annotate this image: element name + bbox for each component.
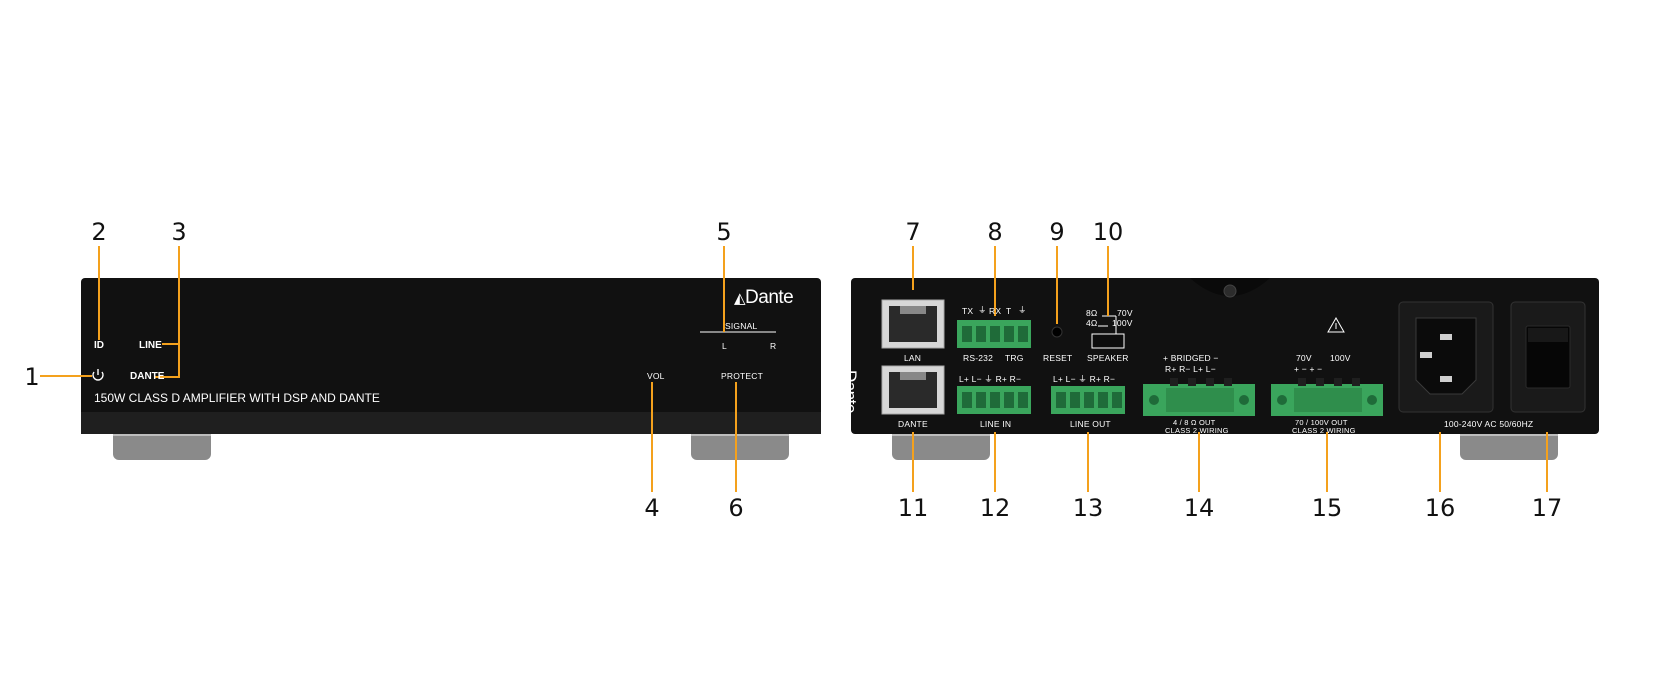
ohm-out-terminal	[1143, 378, 1255, 416]
callout-12: 12	[979, 494, 1011, 522]
led-line-label: LINE	[139, 340, 162, 351]
line-out-pins-label: L+ L− ⏚ R+ R−	[1053, 374, 1116, 384]
lan-label: LAN	[904, 353, 922, 363]
rs232-label: RS-232	[963, 353, 994, 363]
callout-17: 17	[1531, 494, 1563, 522]
signal-l-label: L	[722, 341, 727, 351]
rs232-terminal	[957, 320, 1031, 348]
rear-dante-logo: Dante	[841, 370, 860, 413]
front-foot-right	[691, 430, 789, 460]
callout-6: 6	[728, 494, 744, 522]
signal-label: SIGNAL	[725, 321, 758, 331]
hv-out-label: 70 / 100V OUT	[1295, 418, 1348, 427]
front-foot-left	[113, 430, 211, 460]
power-inlet	[1398, 301, 1494, 413]
callout-8: 8	[987, 218, 1003, 246]
ground-icon: ⏚	[1018, 305, 1027, 315]
callout-11: 11	[897, 494, 929, 522]
switch-4-label: 4Ω	[1086, 318, 1098, 328]
v70-label: 70V	[1296, 353, 1312, 363]
speaker-label: SPEAKER	[1087, 353, 1129, 363]
signal-r-label: R	[770, 341, 777, 351]
line-out-label: LINE OUT	[1070, 419, 1111, 429]
front-chassis	[81, 278, 821, 434]
power-switch	[1510, 301, 1586, 413]
reset-button	[1051, 326, 1063, 338]
callout-9: 9	[1049, 218, 1065, 246]
ohm-out-label: 4 / 8 Ω OUT	[1173, 418, 1216, 427]
warning-icon	[1327, 316, 1345, 333]
rear-foot-left	[892, 430, 990, 460]
front-unit	[81, 278, 821, 460]
callout-15: 15	[1311, 494, 1343, 522]
rear-foot-right	[1460, 430, 1558, 460]
led-dante-label: DANTE	[130, 371, 165, 382]
speaker-switch	[1091, 315, 1125, 349]
trg-label: TRG	[1005, 353, 1024, 363]
callout-16: 16	[1424, 494, 1456, 522]
bridged-pins-label: R+ R− L+ L−	[1165, 364, 1216, 374]
line-in-terminal	[957, 386, 1031, 414]
leader-3	[155, 246, 180, 378]
reset-label: RESET	[1043, 353, 1073, 363]
front-dante-logo: ◭Dante	[734, 287, 794, 308]
callout-2: 2	[91, 218, 107, 246]
model-name: 150W CLASS D AMPLIFIER WITH DSP AND DANT…	[94, 391, 380, 405]
rs232-t-label: T	[1006, 306, 1012, 316]
ohm-out-wiring-label: CLASS 2 WIRING	[1165, 426, 1229, 435]
callout-1: 1	[24, 363, 40, 391]
dante-logo-icon: ◭	[734, 290, 746, 307]
switch-8-label: 8Ω	[1086, 308, 1098, 318]
callout-10: 10	[1092, 218, 1124, 246]
vol-label: VOL	[647, 371, 665, 381]
leader-lines	[40, 246, 1548, 492]
hv-out-terminal	[1271, 378, 1383, 416]
line-in-label: LINE IN	[980, 419, 1012, 429]
screw-icon	[1223, 284, 1237, 298]
switch-70-label: 70V	[1117, 308, 1133, 318]
dante-port	[881, 365, 945, 415]
ground-icon: ⏚	[978, 305, 987, 315]
callout-3: 3	[171, 218, 187, 246]
rear-unit	[851, 278, 1599, 460]
callout-13: 13	[1072, 494, 1104, 522]
v100-label: 100V	[1330, 353, 1351, 363]
switch-100-label: 100V	[1112, 318, 1133, 328]
protect-label: PROTECT	[721, 371, 764, 381]
callout-7: 7	[905, 218, 921, 246]
callout-14: 14	[1183, 494, 1215, 522]
dante-port-label: DANTE	[898, 419, 928, 429]
power-icon	[92, 369, 104, 381]
line-in-pins-label: L+ L− ⏚ R+ R−	[959, 374, 1022, 384]
led-id-label: ID	[94, 340, 104, 351]
callout-5: 5	[716, 218, 732, 246]
rs232-tx-label: TX	[962, 306, 974, 316]
lan-port	[881, 299, 945, 349]
rs232-rx-label: RX	[989, 306, 1002, 316]
callout-4: 4	[644, 494, 660, 522]
bridged-label: + BRIDGED −	[1163, 353, 1219, 363]
hv-pm-label: + − + −	[1294, 364, 1323, 374]
line-out-terminal	[1051, 386, 1125, 414]
hv-out-wiring-label: CLASS 2 WIRING	[1292, 426, 1356, 435]
power-rating-label: 100-240V AC 50/60HZ	[1444, 419, 1534, 429]
